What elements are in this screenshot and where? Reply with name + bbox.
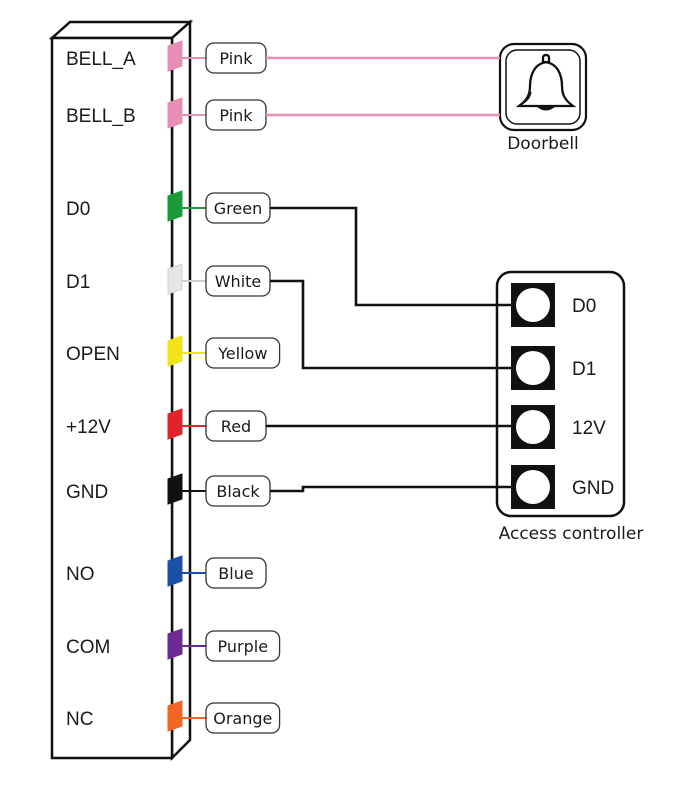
pin-bell-b: BELL_B Pink xyxy=(66,97,267,131)
wire-color-label: Black xyxy=(216,482,260,501)
wire-connector xyxy=(167,190,183,222)
pin-label: BELL_B xyxy=(66,106,136,127)
terminal-gnd: GND xyxy=(511,465,614,509)
wire-color-label: Pink xyxy=(219,49,253,68)
wire-color-label: Red xyxy=(221,417,251,436)
screw-hole xyxy=(516,288,550,322)
wire-color-label: Yellow xyxy=(217,344,267,363)
wire-label-box xyxy=(205,337,281,369)
wire-connector xyxy=(167,628,183,660)
wire-color-label: Purple xyxy=(218,637,269,656)
terminal-12v: 12V xyxy=(511,405,606,449)
terminal-label: 12V xyxy=(572,418,606,439)
wire-connector xyxy=(167,335,183,367)
terminal-label: D0 xyxy=(572,296,596,317)
wire-label-box xyxy=(205,702,281,734)
wire-connector xyxy=(167,473,183,505)
wire-connector xyxy=(167,97,183,129)
wire-gnd-to-gnd xyxy=(270,485,511,493)
wire-connector xyxy=(167,700,183,732)
wire-label-box xyxy=(205,557,267,589)
pin-plus12v: +12V Red xyxy=(66,408,267,442)
wire-d1-to-d1 xyxy=(270,279,511,370)
doorbell-caption: Doorbell xyxy=(507,134,579,154)
pin-no: NO Blue xyxy=(66,555,267,589)
wire-connector xyxy=(167,555,183,587)
access-controller-caption: Access controller xyxy=(499,524,644,544)
wire-connector xyxy=(167,408,183,440)
wire-color-label: Orange xyxy=(213,709,272,728)
terminal-d0: D0 xyxy=(511,283,596,327)
pin-d0: D0 Green xyxy=(66,190,271,224)
pin-label: COM xyxy=(66,637,110,658)
wire-connector xyxy=(167,263,183,295)
wire-connector xyxy=(167,40,183,72)
pin-bell-a: BELL_A Pink xyxy=(66,40,267,74)
wire-color-label: Pink xyxy=(219,106,253,125)
screw-hole xyxy=(516,470,550,504)
terminal-label: GND xyxy=(572,478,614,499)
pin-label: NC xyxy=(66,709,93,730)
pin-nc: NC Orange xyxy=(66,700,281,734)
pin-com: COM Purple xyxy=(66,628,281,662)
wire-label-box xyxy=(205,630,281,662)
pin-gnd: GND Black xyxy=(66,473,271,507)
pin-label: NO xyxy=(66,564,95,585)
pin-d1: D1 White xyxy=(66,263,271,297)
wire-color-label: White xyxy=(215,272,262,291)
terminal-d1: D1 xyxy=(511,346,596,390)
wire-color-label: Green xyxy=(214,199,262,218)
pin-open: OPEN Yellow xyxy=(66,335,281,369)
screw-hole xyxy=(516,410,550,444)
bell-icon xyxy=(515,53,577,111)
wire-d0-to-d0 xyxy=(270,206,511,307)
pin-label: D1 xyxy=(66,272,90,293)
pin-label: D0 xyxy=(66,199,90,220)
pin-label: OPEN xyxy=(66,344,120,365)
wire-color-label: Blue xyxy=(218,564,253,583)
pin-label: GND xyxy=(66,482,108,503)
pin-label: BELL_A xyxy=(66,49,136,70)
pin-label: +12V xyxy=(66,417,111,438)
screw-hole xyxy=(516,351,550,385)
doorbell-device: Doorbell xyxy=(498,42,588,154)
terminal-label: D1 xyxy=(572,359,596,380)
